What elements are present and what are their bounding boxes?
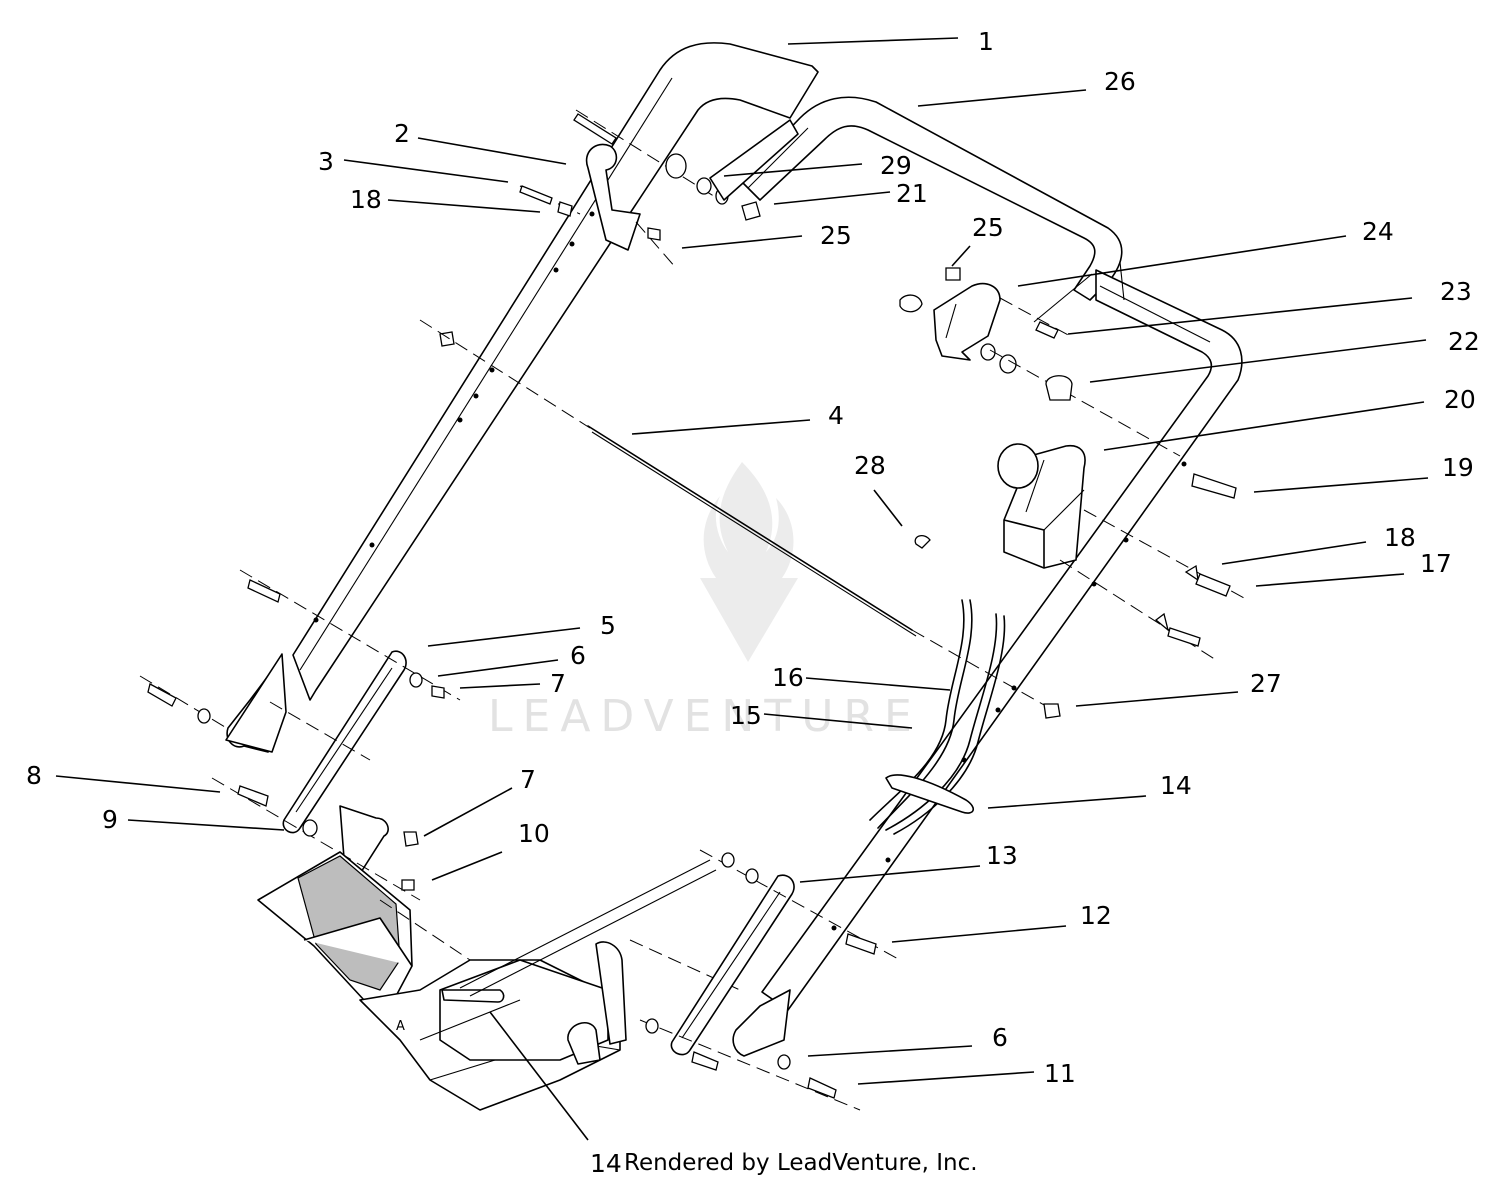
render-credit: Rendered by LeadVenture, Inc.	[624, 1150, 978, 1176]
callout-7: 7	[550, 669, 566, 698]
watermark-flame-logo	[700, 462, 798, 662]
callout-1: 1	[978, 27, 994, 56]
left-adjust-plates	[139, 569, 461, 901]
callout-15: 15	[730, 701, 762, 730]
callout-23: 23	[1440, 277, 1472, 306]
callout-10: 10	[518, 819, 550, 848]
control-housing	[997, 443, 1245, 661]
callout-8: 8	[26, 761, 42, 790]
cable-bracket	[899, 267, 1181, 457]
leader-lines	[55, 37, 1429, 1141]
callout-13: 13	[986, 841, 1018, 870]
svg-text:A: A	[396, 1019, 405, 1034]
callout-17: 17	[1420, 549, 1452, 578]
mower-housing: A	[257, 851, 741, 1111]
callout-29: 29	[880, 151, 912, 180]
callout-16: 16	[772, 663, 804, 692]
callout-2: 2	[394, 119, 410, 148]
callout-27: 27	[1250, 669, 1282, 698]
rail-holes	[313, 211, 1187, 931]
callout-26: 26	[1104, 67, 1136, 96]
callout-18: 18	[1384, 523, 1416, 552]
upper-hardware	[439, 109, 799, 347]
callout-5: 5	[600, 611, 616, 640]
callout-28: 28	[854, 451, 886, 480]
upper-handle-left	[292, 42, 819, 701]
lower-handle-left	[225, 653, 287, 753]
callout-7: 7	[520, 765, 536, 794]
callout-4: 4	[828, 401, 844, 430]
right-adjust-plates	[639, 849, 901, 1111]
callout-19: 19	[1442, 453, 1474, 482]
callout-3: 3	[318, 147, 334, 176]
callout-14: 14	[590, 1149, 622, 1178]
watermark-text: LEADVENTURE	[488, 691, 922, 742]
callout-9: 9	[102, 805, 118, 834]
callout-25: 25	[820, 221, 852, 250]
callout-6: 6	[992, 1023, 1008, 1052]
callout-6: 6	[570, 641, 586, 670]
callout-24: 24	[1362, 217, 1394, 246]
watermark: LEADVENTURE	[488, 462, 922, 742]
control-cables	[869, 599, 1006, 835]
callout-11: 11	[1044, 1059, 1076, 1088]
callout-25: 25	[972, 213, 1004, 242]
callout-20: 20	[1444, 385, 1476, 414]
callout-14: 14	[1160, 771, 1192, 800]
callout-18: 18	[350, 185, 382, 214]
upper-handle-right	[739, 96, 1123, 323]
control-rod	[419, 319, 1061, 719]
callout-21: 21	[896, 179, 928, 208]
callout-12: 12	[1080, 901, 1112, 930]
callout-22: 22	[1448, 327, 1480, 356]
callout-labels: 1 26 2 3 18 29 21 25 25 24 23 22 20 4 28…	[26, 27, 1480, 1178]
